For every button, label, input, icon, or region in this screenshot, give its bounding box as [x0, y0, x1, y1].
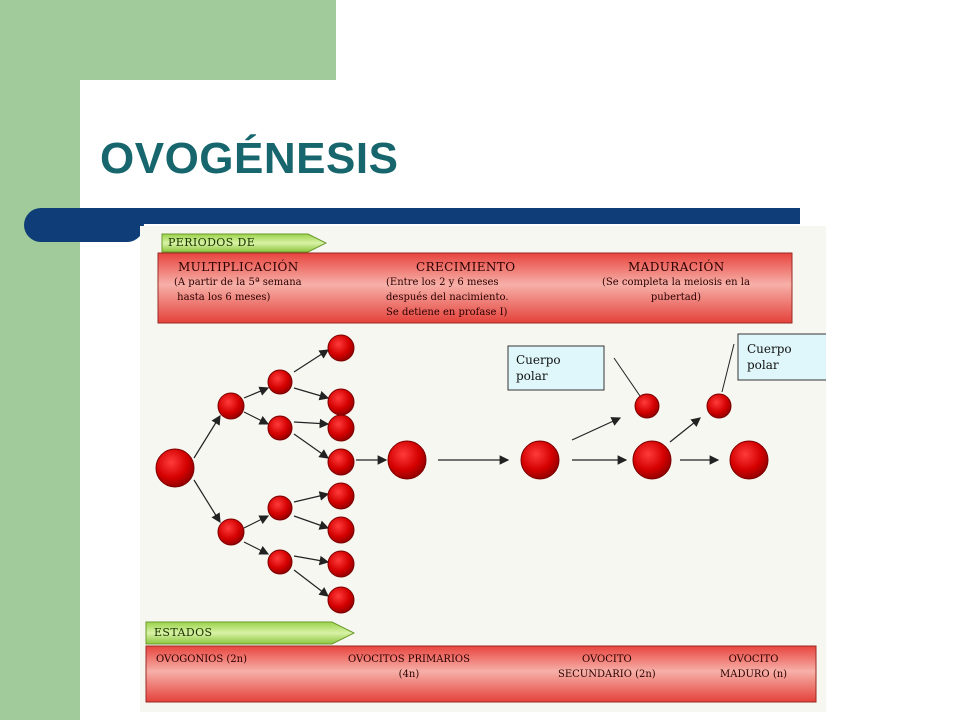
arrow: [293, 418, 330, 429]
period-title-growth: CRECIMIENTO: [416, 260, 516, 274]
cell-oogonium: [327, 550, 355, 578]
polar-body-label-1: Cuerpo polar: [516, 353, 561, 383]
arrow: [293, 555, 330, 566]
states-band: [145, 645, 817, 703]
arrow: [293, 433, 329, 459]
arrow: [669, 417, 701, 443]
cell-oogonium: [327, 482, 355, 510]
state-secondary-oocyte: OVOCITO SECUNDARIO (2n): [558, 654, 656, 680]
period-title-maturation: MADURACIÓN: [628, 260, 725, 274]
state-mature-oocyte: OVOCITO MADURO (n): [720, 654, 788, 680]
diagram-canvas: [145, 233, 826, 703]
periods-band: [157, 252, 793, 324]
cell-oogonium: [327, 388, 355, 416]
cell-oogonium: [217, 392, 245, 420]
state-primary-oocytes: OVOCITOS PRIMARIOS (4n): [348, 654, 470, 680]
cell-oogonium: [327, 586, 355, 614]
side-green-bar: [0, 0, 80, 720]
cell-first-polar-body: [634, 393, 660, 419]
cell-oogonium: [217, 518, 245, 546]
title-rule: [120, 208, 800, 224]
polar-body-label-2: Cuerpo polar: [747, 342, 792, 372]
arrow: [243, 411, 270, 425]
cell-oogonium-start: [155, 448, 195, 488]
cell-primary-oocyte: [387, 440, 427, 480]
cell-oogonium: [267, 415, 293, 441]
polar-body-box-1: [507, 345, 605, 391]
cell-oogonium: [267, 369, 293, 395]
cell-oogonium: [267, 495, 293, 521]
cell-oogonium: [267, 549, 293, 575]
arrow: [293, 491, 330, 503]
polar-body-pointer-2: [721, 343, 735, 393]
period-title-multiplication: MULTIPLICACIÓN: [178, 260, 299, 274]
arrow: [293, 569, 329, 597]
arrow: [293, 387, 330, 401]
arrow: [243, 541, 270, 555]
arrow: [293, 515, 330, 530]
slide-title: OVOGÉNESIS: [100, 134, 399, 183]
cell-secondary-oocyte: [632, 440, 672, 480]
states-tag: ESTADOS: [154, 626, 213, 639]
arrow: [193, 479, 221, 524]
periods-tag-arrow: [161, 233, 328, 253]
polar-body-pointer-1: [613, 357, 641, 397]
state-oogonia: OVOGONIOS (2n): [156, 654, 247, 665]
arrow: [193, 414, 221, 459]
arrow: [243, 515, 270, 529]
cell-oogonium: [327, 414, 355, 442]
period-detail-maturation: (Se completa la meiosis en la pubertad): [602, 277, 750, 303]
top-green-band: [80, 0, 336, 80]
cell-second-polar-body: [706, 393, 732, 419]
content-corner: [80, 80, 120, 120]
arrow: [243, 386, 270, 399]
period-detail-multiplication: (A partir de la 5ª semana hasta los 6 me…: [174, 277, 302, 303]
cell-primary-oocyte-grown: [520, 440, 560, 480]
polar-body-box-2: [737, 333, 826, 381]
periods-tag: PERIODOS DE: [168, 236, 256, 249]
ovogenesis-diagram: PERIODOS DE MULTIPLICACIÓN (A partir de …: [140, 226, 826, 712]
cell-mature-ovum: [729, 440, 769, 480]
states-tag-arrow: [145, 621, 356, 645]
period-detail-growth: (Entre los 2 y 6 meses después del nacim…: [386, 277, 509, 318]
arrow: [293, 349, 330, 373]
cell-oogonium: [327, 516, 355, 544]
arrow: [571, 417, 622, 441]
cell-oogonium: [327, 334, 355, 362]
cell-oogonium: [327, 448, 355, 476]
